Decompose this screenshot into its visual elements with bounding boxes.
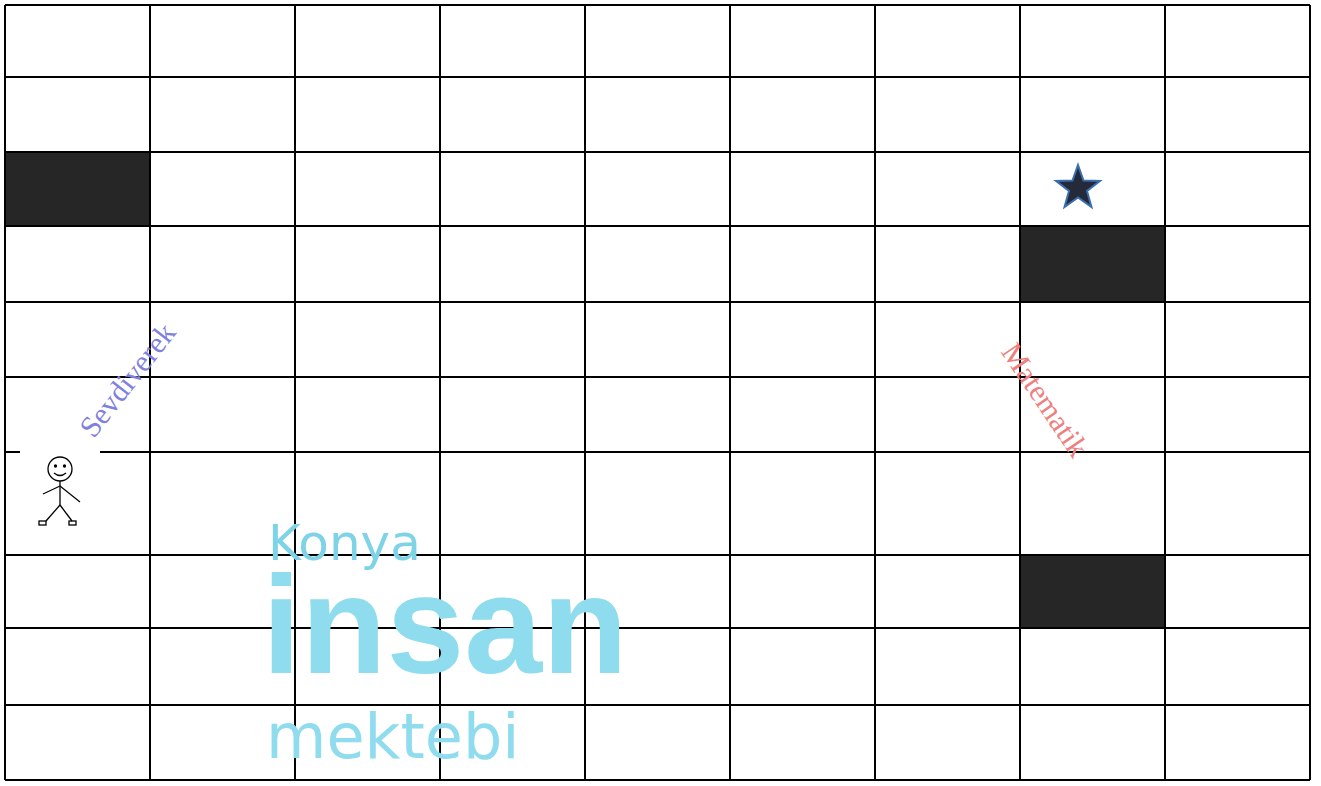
figure-patch bbox=[20, 449, 100, 455]
black-cell bbox=[1020, 226, 1165, 302]
grid-lines bbox=[5, 5, 1310, 780]
black-cell bbox=[5, 152, 150, 226]
watermark-text: mektebi bbox=[266, 706, 519, 768]
stick-figure bbox=[39, 457, 80, 525]
black-cell bbox=[1020, 555, 1165, 628]
watermark-text: Matematik bbox=[996, 338, 1094, 463]
watermark-text: Sevdiverek bbox=[74, 318, 181, 443]
watermark-text: insan bbox=[262, 555, 628, 695]
star-target bbox=[1056, 165, 1100, 207]
